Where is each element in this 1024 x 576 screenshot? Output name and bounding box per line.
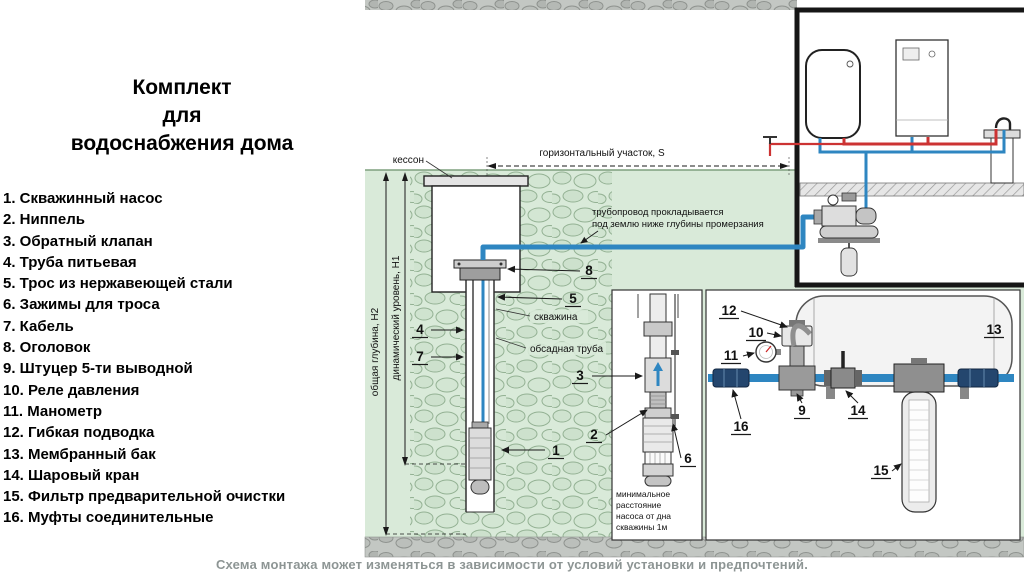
legend-item: 1. Скважинный насос: [3, 190, 163, 207]
legend-item: 11. Манометр: [3, 402, 102, 420]
cable-clamp: [671, 414, 679, 419]
water-heater: [805, 49, 861, 139]
legend-item: 16. Муфты соединительные: [3, 509, 214, 527]
casing-label-leader: [495, 337, 527, 349]
sink-faucet: [983, 117, 1021, 184]
wellhead: [453, 259, 507, 281]
callout-4: 4: [416, 322, 424, 337]
pump-detail-view: минимальное расстояние насоса от дна скв…: [611, 289, 703, 541]
check-valve: [644, 357, 672, 393]
label-halo: [526, 342, 606, 355]
borehole-pump: [642, 407, 674, 487]
footer-note: Схема монтажа может изменяться в зависим…: [215, 557, 809, 572]
label-pipeline-note-2: под землю ниже глубины промерзания: [592, 219, 764, 230]
callout-2: 2: [590, 427, 598, 442]
legend-item: 13. Мембранный бак: [3, 445, 156, 463]
coupling-right: [957, 368, 999, 388]
coupling-left: [712, 368, 750, 388]
legend-item: 4. Труба питьевая: [3, 253, 137, 271]
legend-item: 7. Кабель: [3, 317, 74, 335]
label-min-distance: минимальное: [616, 489, 670, 499]
pipeline-note-leader: [580, 230, 599, 244]
legend-panel: Комплект для водоснабжения дома 1. Скваж…: [0, 0, 364, 576]
legend-item: 9. Штуцер 5-ти выводной: [3, 360, 193, 378]
five-way-fitting: [778, 343, 816, 397]
horizontal-section-dimension: [486, 157, 790, 175]
label-min-distance: расстояние: [616, 500, 662, 510]
callout-15: 15: [873, 463, 889, 478]
pressure-gauge: [755, 341, 781, 363]
boiler-unit: [895, 39, 949, 137]
label-caisson: кессон: [393, 155, 424, 166]
callout-16: 16: [733, 419, 749, 434]
label-pipeline-note-1: трубопровод прокладывается: [592, 207, 724, 218]
legend-item: 15. Фильтр предварительной очистки: [3, 488, 286, 506]
flexible-hose: [790, 323, 812, 347]
legend-list: 1. Скважинный насос 2. Ниппель 3. Обратн…: [0, 188, 364, 529]
ball-valve: [824, 351, 862, 389]
callout-1: 1: [552, 443, 560, 458]
label-well: скважина: [534, 312, 578, 323]
depth-dimensions: [383, 172, 466, 536]
caisson-leader: [425, 160, 453, 179]
legend-item: 8. Оголовок: [3, 339, 91, 357]
well-label-leader: [495, 308, 531, 317]
well-pump-assembly: [468, 280, 492, 495]
callout-7: 7: [416, 349, 424, 364]
callout-5: 5: [569, 291, 577, 306]
callout-14: 14: [850, 403, 866, 418]
callout-3: 3: [576, 368, 584, 383]
house-floor-slab: [799, 182, 1024, 197]
label-min-distance: скважины 1м: [616, 522, 667, 532]
house-piping: [763, 129, 1006, 208]
cold-water-main-pipe: [480, 214, 816, 260]
outdoor-tap: [763, 136, 777, 144]
callout-6: 6: [684, 451, 692, 466]
callout-12: 12: [721, 303, 736, 318]
legend-item: 6. Зажимы для троса: [3, 296, 160, 314]
nipple: [649, 391, 667, 409]
label-dynamic-level: динамический уровень, Н1: [391, 255, 402, 380]
label-halo: [530, 310, 588, 323]
legend-item: 2. Ниппель: [3, 211, 85, 229]
label-casing: обсадная труба: [530, 343, 603, 355]
callout-8: 8: [585, 263, 593, 278]
legend-item: 10. Реле давления: [3, 381, 140, 399]
callout-9: 9: [798, 403, 806, 418]
surface-equipment-detail-view: [705, 289, 1021, 541]
legend-item: 14. Шаровый кран: [3, 466, 140, 484]
title-line: для: [162, 104, 202, 127]
legend-item: 12. Гибкая подводка: [3, 424, 155, 442]
callout-10: 10: [748, 325, 763, 340]
legend-item: 5. Трос из нержавеющей стали: [3, 275, 233, 293]
title-line: Комплект: [132, 76, 232, 99]
page-title: Комплект для водоснабжения дома: [0, 74, 364, 158]
pump-station: [813, 192, 880, 277]
label-total-depth: общая глубина, Н2: [369, 307, 381, 396]
title-line: водоснабжения дома: [70, 132, 294, 155]
pre-filter: [893, 358, 945, 513]
callout-13: 13: [986, 322, 1002, 337]
cable-clamp: [671, 350, 679, 355]
callouts: 1 2 3 4 5 6 7 8 9: [412, 263, 1004, 480]
house: [794, 7, 1024, 288]
legend-item: 3. Обратный клапан: [3, 232, 153, 250]
callout-11: 11: [724, 348, 739, 363]
label-horizontal-section: горизонтальный участок, S: [539, 148, 665, 159]
label-min-distance: насоса от дна: [616, 511, 671, 521]
